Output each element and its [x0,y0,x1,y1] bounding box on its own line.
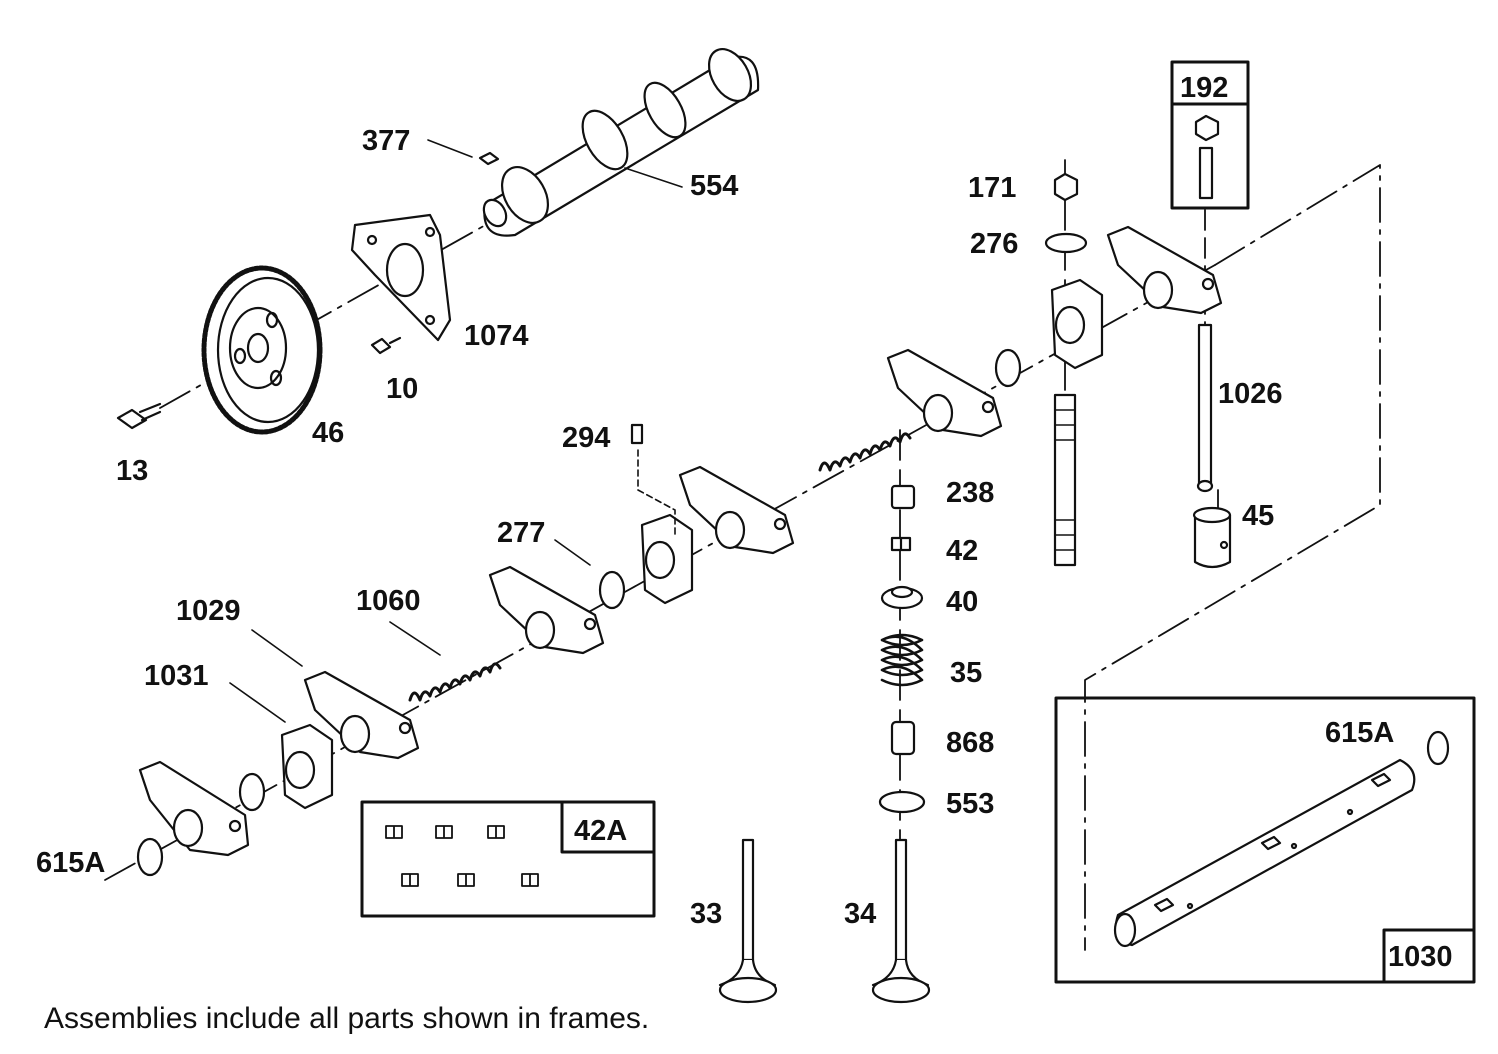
assemblies-footnote: Assemblies include all parts shown in fr… [44,1002,650,1035]
rocker-arm-upper [886,348,1003,438]
valve-spring-35 [880,633,924,687]
frame-1030 [1054,696,1476,984]
bolt-13 [116,402,162,430]
label-554: 554 [690,170,738,202]
setscrew-294 [630,423,644,445]
rocker-arm-right [1106,225,1223,315]
label-868: 868 [946,727,994,759]
label-1031: 1031 [144,660,209,692]
washer-upper [994,348,1022,388]
retaining-ring-615A-frame [1426,730,1450,766]
leader-1029 [251,629,303,667]
support-bracket-upper [1050,278,1104,370]
rocker-arm-middle [488,565,605,655]
nut-192 [1194,114,1220,142]
label-1029: 1029 [176,595,241,627]
rocker-shaft-1030 [1113,758,1416,948]
pushrod-1026 [1196,323,1214,493]
label-171: 171 [968,172,1016,204]
frame-192 [1170,60,1250,210]
rocker-arm-upper-middle [678,465,795,555]
leader-377 [427,139,473,158]
label-1074: 1074 [464,320,529,352]
label-35: 35 [950,657,982,689]
cap-238 [890,484,916,510]
label-615A-frame: 615A [1325,717,1394,749]
stud-threaded-rod [1053,393,1077,567]
label-377: 377 [362,125,410,157]
label-42: 42 [946,535,978,567]
shaft-axis-line [104,264,1216,881]
washer-553 [878,790,926,814]
spring-upper [818,432,912,472]
label-553: 553 [946,788,994,820]
key-377 [478,151,500,166]
valve-34 [871,838,931,1004]
seal-868 [890,720,916,756]
label-294: 294 [562,422,610,454]
label-13: 13 [116,455,148,487]
keepers-42 [890,536,912,552]
label-615A-left: 615A [36,847,105,879]
support-1031 [280,723,334,810]
frame-42A [360,800,656,918]
frame-label-42A: 42A [574,815,627,847]
frame-label-1030: 1030 [1388,941,1453,973]
plate-1074 [350,213,452,342]
valve-33 [718,838,778,1004]
tappet-45 [1192,506,1232,569]
spring-1060 [408,662,502,702]
washer-277 [598,570,626,610]
stud-192 [1198,146,1214,200]
keeper-set [385,825,539,887]
label-34: 34 [844,898,876,930]
shaft-axis-extension [1084,164,1381,951]
leader-1031 [229,682,286,723]
label-46: 46 [312,417,344,449]
label-238: 238 [946,477,994,509]
leader-294 [637,449,676,536]
washer-276 [1044,232,1088,254]
label-45: 45 [1242,500,1274,532]
rocker-arm-left-end [138,760,250,857]
leader-554 [624,167,683,188]
retaining-ring-615A-left [136,837,164,877]
cam-gear-46 [201,265,323,435]
support-bracket-middle [640,513,694,605]
leader-277 [554,539,591,566]
label-33: 33 [690,898,722,930]
retainer-40 [880,585,924,610]
camshaft-554 [482,48,760,237]
screw-10 [370,336,402,355]
leader-1060 [389,621,441,656]
label-10: 10 [386,373,418,405]
frame-label-192: 192 [1180,72,1228,104]
nut-171 [1053,172,1079,202]
label-277: 277 [497,517,545,549]
rocker-arm-1029 [303,670,420,760]
label-40: 40 [946,586,978,618]
label-1060: 1060 [356,585,421,617]
label-276: 276 [970,228,1018,260]
label-1026: 1026 [1218,378,1283,410]
washer-left [238,772,266,812]
